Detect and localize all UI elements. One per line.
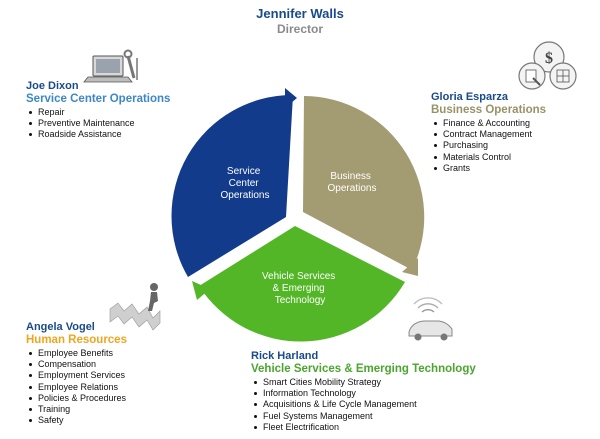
- joe-dixon-title: Service Center Operations: [26, 93, 171, 105]
- joe-dixon-name: Joe Dixon: [26, 80, 79, 92]
- list-item: Policies & Procedures: [28, 392, 127, 403]
- angela-vogel-list: Employee Benefits Compensation Employmen…: [26, 348, 126, 426]
- list-item: Safety: [28, 415, 126, 426]
- arrow-vehicle-services: [192, 281, 210, 300]
- list-item: Training: [28, 404, 126, 415]
- list-item: Repair: [29, 107, 135, 118]
- list-item: Employment Services: [28, 370, 126, 381]
- joe-dixon-list: Repair Preventive Maintenance Roadside A…: [26, 107, 135, 141]
- list-item: Materials Control: [433, 152, 532, 163]
- rick-harland-title: Vehicle Services & Emerging Technology: [251, 363, 476, 375]
- list-item: Employee Relations: [28, 382, 126, 393]
- list-item: Contract Management: [433, 129, 533, 140]
- segment-vehicle-services: [199, 226, 405, 342]
- list-item: Grants: [433, 163, 532, 174]
- list-item: Employee Benefits: [28, 348, 126, 359]
- list-item: Smart Cities Mobility Strategy: [254, 377, 417, 388]
- connected-car-icon: [408, 297, 453, 341]
- list-item: Information Technology: [254, 388, 417, 399]
- svg-text:$: $: [545, 50, 553, 67]
- arrow-business-operations: [402, 258, 418, 276]
- segment-service-center: [171, 94, 293, 277]
- list-item: Purchasing: [433, 140, 532, 151]
- rick-harland-name: Rick Harland: [251, 350, 319, 362]
- climbing-steps-icon: [109, 283, 161, 331]
- list-item: Preventive Maintenance: [29, 118, 135, 129]
- list-item: Acquisitions & Life Cycle Management: [254, 399, 417, 410]
- list-item: Fleet Electrification: [254, 422, 417, 433]
- list-item: Fuel Systems Management: [254, 411, 417, 422]
- arrow-service-center: [285, 88, 297, 108]
- rick-harland-list: Smart Cities Mobility Strategy Informati…: [251, 377, 417, 433]
- angela-vogel-title: Human Resources: [26, 334, 127, 346]
- director-name: Jennifer Walls: [256, 6, 344, 21]
- gloria-esparza-list: Finance & Accounting Contract Management…: [431, 118, 532, 174]
- director-title: Director: [276, 22, 323, 36]
- segment-business-operations: [303, 96, 425, 270]
- gloria-esparza-title: Business Operations: [431, 104, 547, 116]
- label-vehicle-services: Vehicle Services & Emerging Technology: [262, 271, 338, 306]
- angela-vogel-name: Angela Vogel: [26, 321, 95, 333]
- list-item: Roadside Assistance: [29, 129, 135, 140]
- finance-gears-icon: $: [518, 41, 577, 90]
- list-item: Finance & Accounting: [433, 118, 531, 128]
- gloria-esparza-name: Gloria Esparza: [431, 91, 509, 103]
- laptop-tools-icon: [83, 49, 138, 83]
- label-business-operations: Business Operations: [328, 171, 377, 194]
- label-service-center: Service Center Operations: [221, 166, 270, 201]
- list-item: Compensation: [28, 359, 126, 370]
